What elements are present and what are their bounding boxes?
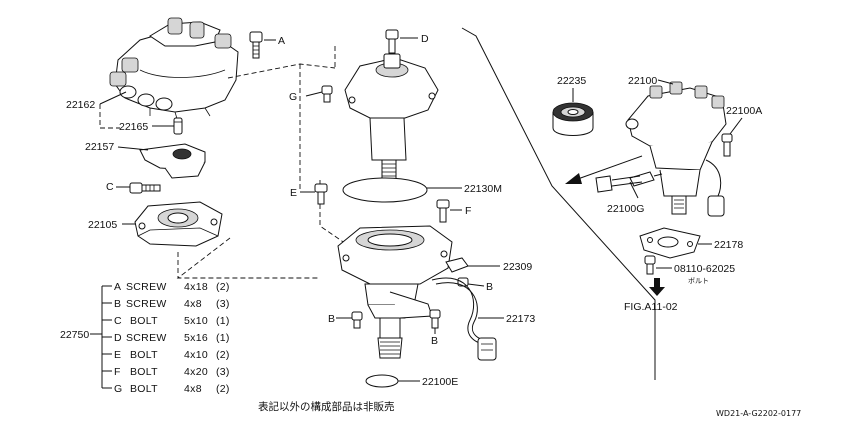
svg-text:(2): (2)	[216, 383, 230, 395]
legend-row: F BOLT 4x20 (3)	[114, 366, 230, 378]
clip-22309	[445, 257, 500, 273]
legend-row: B SCREW 4x8 (3)	[114, 298, 230, 310]
svg-text:SCREW: SCREW	[126, 281, 167, 293]
callout-b-1: B	[486, 281, 493, 293]
callout-a: A	[278, 35, 285, 47]
bolt-22100a	[721, 117, 743, 157]
distributor-cap-22162	[109, 17, 239, 123]
svg-text:BOLT: BOLT	[130, 383, 158, 395]
svg-text:D: D	[114, 332, 122, 344]
legend-row: A SCREW 4x18 (2)	[114, 281, 230, 293]
svg-text:SCREW: SCREW	[126, 332, 167, 344]
gasket-22178	[639, 227, 712, 259]
direction-arrow	[565, 155, 643, 184]
screw-b-3	[429, 309, 441, 334]
oring-22100e	[365, 374, 420, 388]
footnote-not-sold: 表記以外の構成部品は非販売	[258, 400, 395, 413]
down-arrow-icon	[649, 278, 665, 296]
svg-text:(2): (2)	[216, 349, 230, 361]
label-22178: 22178	[714, 239, 743, 251]
bolt-e	[300, 183, 328, 205]
svg-text:B: B	[114, 298, 121, 310]
label-22157: 22157	[85, 141, 114, 153]
label-22130m: 22130M	[464, 183, 502, 195]
label-08110-62025: 08110-62025	[674, 263, 735, 275]
distributor-housing	[337, 225, 453, 359]
svg-text:4x20: 4x20	[184, 366, 208, 378]
svg-text:A: A	[114, 281, 121, 293]
callout-d: D	[421, 33, 429, 45]
bolt-f	[436, 199, 462, 223]
callout-c: C	[106, 181, 114, 193]
rotor-22157	[139, 143, 206, 179]
label-bolt-jp: ボルト	[688, 277, 709, 285]
svg-text:G: G	[114, 383, 122, 395]
label-22173: 22173	[506, 313, 535, 325]
screw-a-top	[249, 31, 276, 59]
label-22162: 22162	[66, 99, 95, 111]
callout-e: E	[290, 187, 297, 199]
svg-text:(1): (1)	[216, 332, 230, 344]
leader-lines-left	[99, 91, 174, 225]
svg-text:BOLT: BOLT	[130, 315, 158, 327]
svg-text:4x10: 4x10	[184, 349, 208, 361]
svg-text:F: F	[114, 366, 121, 378]
svg-text:(3): (3)	[216, 298, 230, 310]
label-22100a: 22100A	[726, 105, 762, 117]
shield-22105	[134, 201, 223, 247]
legend-row: G BOLT 4x8 (2)	[114, 383, 230, 395]
svg-text:4x18: 4x18	[184, 281, 208, 293]
legend-row: C BOLT 5x10 (1)	[114, 315, 230, 327]
callout-g: G	[289, 91, 297, 103]
drawing-code: WD21-A-G2202-0177	[716, 409, 801, 418]
svg-text:BOLT: BOLT	[130, 366, 158, 378]
connector-22100g	[595, 175, 643, 199]
tape-roll-22235	[552, 88, 594, 136]
governor-shaft-assy	[344, 53, 439, 187]
callout-b-3: B	[431, 335, 438, 347]
label-22235: 22235	[557, 75, 586, 87]
bolt-c	[129, 182, 161, 194]
bolt-g	[305, 85, 333, 103]
distributor-assy-22100	[625, 79, 727, 217]
label-22309: 22309	[503, 261, 532, 273]
callout-f: F	[465, 205, 471, 217]
svg-text:(2): (2)	[216, 281, 230, 293]
label-fig-ref: FIG.A11-02	[624, 301, 678, 313]
svg-text:5x10: 5x10	[184, 315, 208, 327]
screw-d	[385, 29, 418, 54]
legend-row: D SCREW 5x16 (1)	[114, 332, 230, 344]
svg-text:SCREW: SCREW	[126, 298, 167, 310]
svg-text:C: C	[114, 315, 122, 327]
svg-text:BOLT: BOLT	[130, 349, 158, 361]
label-22100: 22100	[628, 75, 657, 87]
svg-text:(1): (1)	[216, 315, 230, 327]
legend-row: E BOLT 4x10 (2)	[114, 349, 230, 361]
svg-text:E: E	[114, 349, 121, 361]
callout-b-2: B	[328, 313, 335, 325]
label-22100g: 22100G	[607, 203, 644, 215]
pin-22165	[173, 117, 183, 135]
screw-b-2	[336, 311, 363, 329]
oring-22130m	[342, 177, 462, 203]
label-22165: 22165	[119, 121, 148, 133]
svg-text:4x8: 4x8	[184, 383, 202, 395]
svg-text:4x8: 4x8	[184, 298, 202, 310]
svg-text:(3): (3)	[216, 366, 230, 378]
harness-22173	[431, 277, 504, 361]
fastener-legend: 22750 A SCREW 4x18 (2) B SCREW 4x8 (3) C…	[60, 281, 230, 395]
svg-text:5x16: 5x16	[184, 332, 208, 344]
bolt-08110	[644, 255, 672, 275]
label-22105: 22105	[88, 219, 117, 231]
label-22100e: 22100E	[422, 376, 458, 388]
legend-group-22750: 22750	[60, 329, 89, 341]
section-divider	[461, 27, 656, 380]
